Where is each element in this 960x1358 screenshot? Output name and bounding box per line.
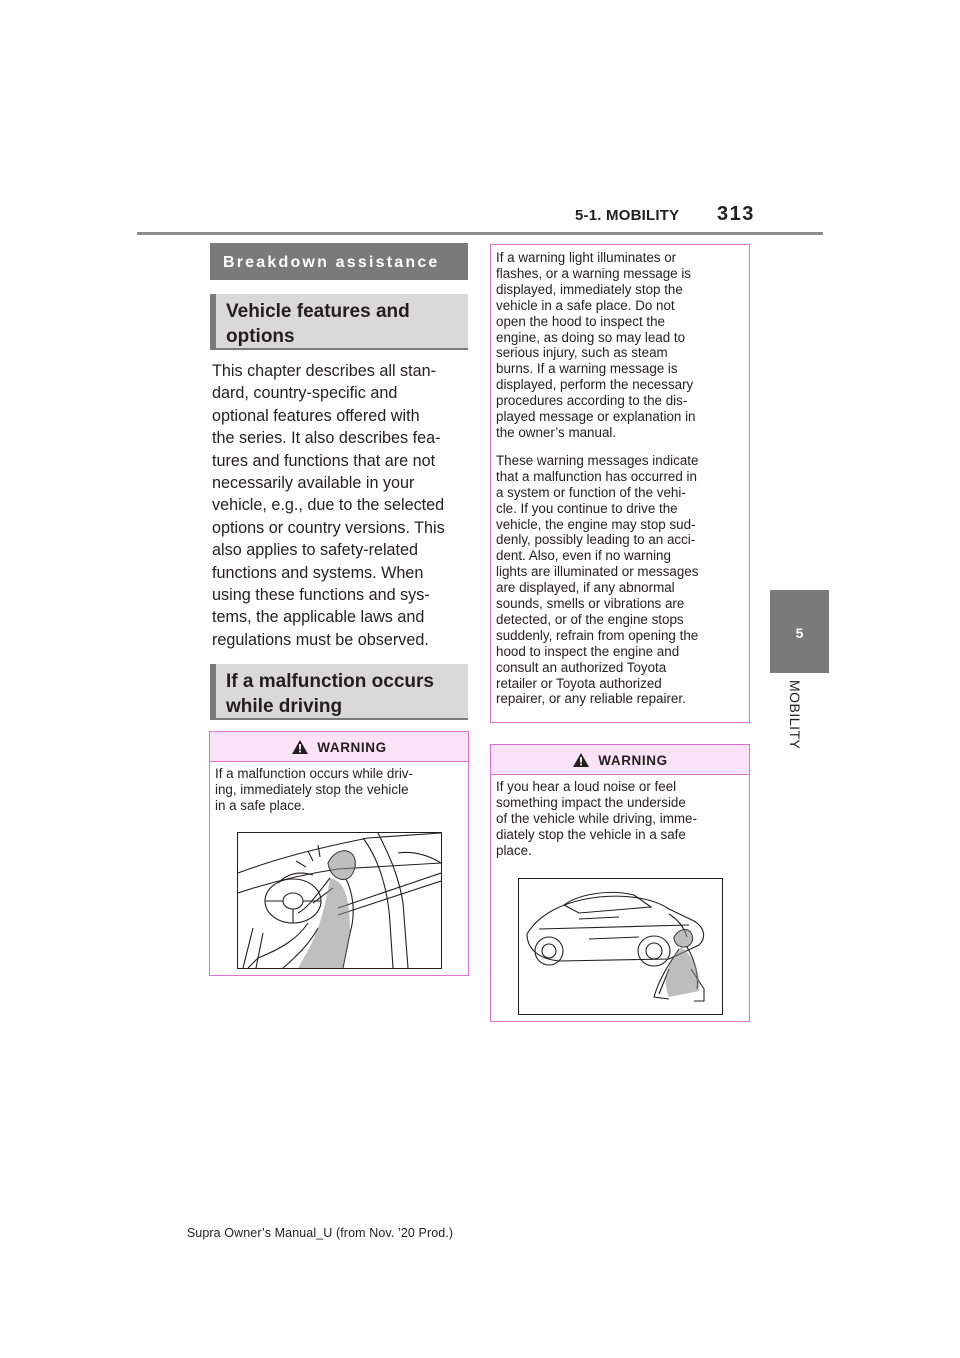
note-line: suddenly, refrain from opening the [496,627,699,643]
note-line: denly, possibly leading to an acci- [496,532,696,548]
header-rule [137,232,823,235]
warning-triangle-icon [573,753,590,767]
note-line: procedures according to the dis- [496,393,688,409]
subheading-malfunction: If a malfunction occurs while driving [210,664,468,720]
warning-box-right: WARNING If you hear a loud noise or feel… [490,744,750,1022]
page-number: 313 [717,203,755,225]
warning-header: WARNING [491,745,749,775]
warning-line: diately stop the vehicle in a safe [496,826,686,842]
warning-line: of the vehicle while driving, imme- [496,810,697,826]
warning-line: something impact the underside [496,794,686,810]
note-line: a system or function of the vehi- [496,484,686,500]
note-line: repairer, or any reliable repairer. [496,691,686,707]
note-line: detected, or of the engine stops [496,611,684,627]
note-line: open the hood to inspect the [496,313,666,329]
note-line: engine, as doing so may lead to [496,329,686,345]
chapter-label: MOBILITY [787,680,803,750]
footer-manual-title: Supra Owner’s Manual_U (from Nov. ’20 Pr… [186,1226,454,1240]
note-line: sounds, smells or vibrations are [496,596,685,612]
warning-header: WARNING [210,732,468,762]
warning-label: WARNING [598,753,668,768]
note-line: dent. Also, even if no warning [496,548,671,564]
body-line: using these functions and sys- [212,586,430,605]
body-paragraph: This chapter describes all stan- dard, c… [212,360,470,651]
chapter-number: 5 [795,625,804,641]
chapter-tab [770,590,829,673]
body-line: tures and functions that are not [212,451,436,470]
note-line: played message or explanation in [496,409,696,425]
note-paragraph-1: If a warning light illuminates or flashe… [491,245,749,441]
section-title-bar: Breakdown assistance [210,243,468,280]
note-line: that a malfunction has occurred in [496,468,697,484]
warning-box-left: WARNING If a malfunction occurs while dr… [209,731,469,976]
note-paragraph-2: These warning messages indicate that a m… [491,453,749,708]
note-line: cle. If you continue to drive the [496,500,678,516]
car-underside-drawing [526,891,705,1002]
warning-line: place. [496,842,532,858]
note-line: flashes, or a warning message is [496,265,692,281]
body-line: This chapter describes all stan- [212,362,437,380]
chapter-label-wrap: MOBILITY [787,680,809,770]
section-title: 5-1. MOBILITY [575,207,680,224]
body-line: vehicle, e.g., due to the selected [212,496,445,515]
body-line: the series. It also describes fea- [212,429,441,448]
body-line: also applies to safety-related [212,541,419,560]
warning-line: in a safe place. [215,797,306,813]
body-line: regulations must be observed. [212,630,429,649]
body-line: functions and systems. When [212,563,424,582]
note-line: burns. If a warning message is [496,361,678,377]
note-line: vehicle in a safe place. Do not [496,297,675,313]
warning-triangle-icon [292,740,309,754]
note-line: the owner’s manual. [496,424,617,440]
note-line: If a warning light illuminates or [496,250,677,265]
warning-label: WARNING [317,740,387,755]
body-line: tems, the applicable laws and [212,608,425,627]
driver-illustration [237,832,442,969]
warning-text: If you hear a loud noise or feel somethi… [491,775,749,859]
note-line: consult an authorized Toyota [496,659,667,675]
note-line: vehicle, the engine may stop sud- [496,516,696,532]
note-line: displayed, immediately stop the [496,281,683,297]
car-underside-illustration [518,878,723,1015]
driver-illustration-drawing [237,832,442,969]
note-line: retailer or Toyota authorized [496,675,662,691]
body-line: dard, country-specific and [212,384,398,403]
note-line: displayed, perform the necessary [496,377,694,393]
malfunction-note-box: If a warning light illuminates or flashe… [490,244,750,723]
warning-line: ing, immediately stop the vehicle [215,781,409,797]
subheading-vehicle-features: Vehicle features and options [210,294,468,350]
note-line: These warning messages indicate [496,452,699,468]
note-line: are displayed, if any abnormal [496,580,675,596]
warning-line: If a malfunction occurs while driv- [215,766,413,781]
note-line: lights are illuminated or messages [496,564,699,580]
note-line: serious injury, such as steam [496,345,668,361]
body-line: options or country versions. This [212,518,445,537]
note-line: hood to inspect the engine and [496,643,680,659]
body-line: necessarily available in your [212,474,415,493]
body-line: optional features offered with [212,406,420,425]
warning-line: If you hear a loud noise or feel [496,779,677,794]
warning-text: If a malfunction occurs while driv- ing,… [210,762,468,814]
